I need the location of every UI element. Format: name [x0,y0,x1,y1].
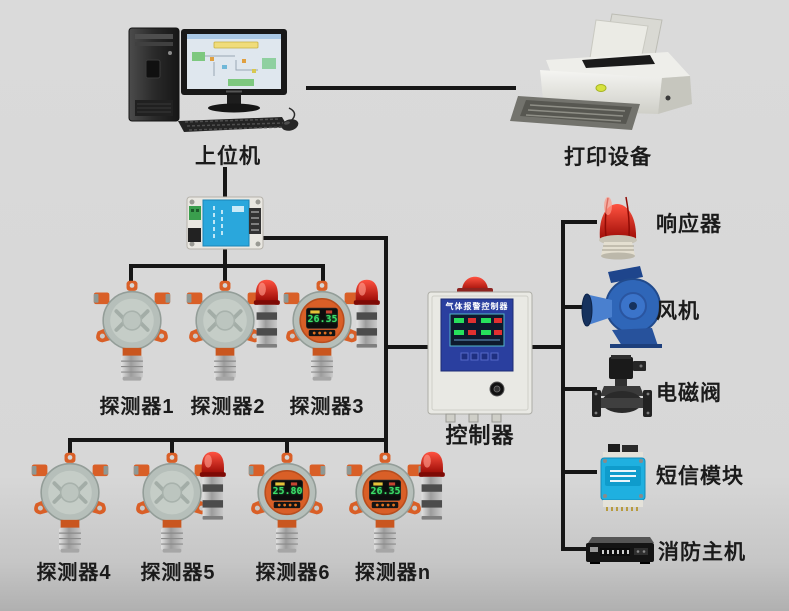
detector-2-icon [184,278,266,383]
host-computer-illustration [128,27,299,132]
signal-converter-icon [186,196,264,250]
wire-output-trunk [561,220,597,551]
detector-6-label: 探测器6 [255,562,331,584]
detector-6-lcd-value: 25.80 [272,486,303,497]
detector-2-label: 探测器2 [190,396,266,418]
detector-5-strobe-icon [199,451,226,520]
detector-5-icon [131,450,213,555]
detector-3-icon [282,279,362,382]
detector-3-label: 探测器3 [289,396,365,418]
printer-label: 打印设备 [564,146,652,169]
detector-4-label: 探测器4 [36,562,112,584]
alarm-beacon-icon [599,196,637,260]
monitor-icon [181,29,287,113]
host-computer-label: 上位机 [195,145,261,168]
detector-1-icon [91,278,173,383]
printer-icon [510,13,692,130]
wire-bus-row2 [68,438,386,458]
controller-illustration [427,276,533,423]
detector-3-lcd-value: 26.35 [307,314,338,325]
detector-n-icon [345,451,425,554]
sms-module-icon [600,444,646,511]
wire-bus-row1 [129,264,325,282]
fire-alarm-panel-icon [586,537,654,564]
detector-4-icon [29,450,111,555]
fan-icon [581,266,662,348]
detector-5-label: 探测器5 [140,562,216,584]
detector-2-strobe-icon [253,279,280,348]
mouse-icon [281,107,299,131]
output-sms-module-label: 短信模块 [656,465,744,488]
detector-n-strobe-icon [418,451,445,520]
output-responder-label: 响应器 [656,213,722,236]
controller-label: 控制器 [445,423,515,448]
output-fan-label: 风机 [656,300,700,323]
controller-panel-title: 气体报警控制器 [445,302,509,311]
detector-1-label: 探测器1 [99,396,175,418]
connection-wires [68,86,597,551]
detector-3-strobe-icon [353,279,380,348]
output-solenoid-valve-label: 电磁阀 [656,382,722,405]
detector-n-lcd-value: 26.35 [370,486,401,497]
solenoid-valve-icon [592,355,652,417]
detector-n-label: 探测器n [354,562,432,584]
detector-6-icon [247,451,327,554]
controller-beacon-icon [462,276,488,291]
keyboard-icon [178,117,288,132]
output-fire-panel-label: 消防主机 [658,541,746,564]
